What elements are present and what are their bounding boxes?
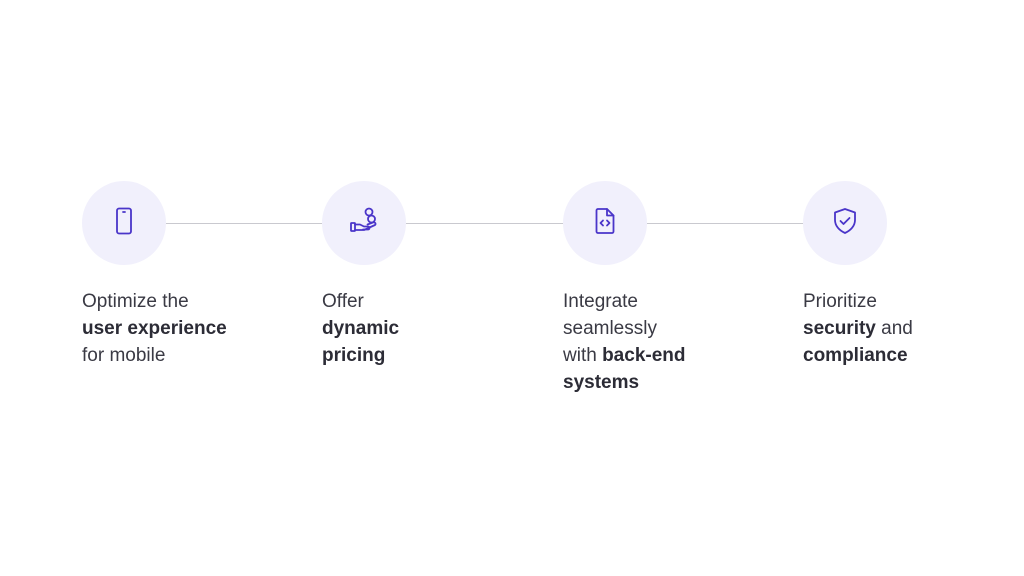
step-4-text: Prioritize security and compliance xyxy=(803,288,983,369)
bold-text: user experience xyxy=(82,318,227,339)
step-1-text: Optimize the user experience for mobile xyxy=(82,288,262,369)
step-3-line-3: with back-end xyxy=(563,342,743,369)
code-file-icon xyxy=(590,206,620,241)
step-3-text: Integrate seamlessly with back-end systems xyxy=(563,288,743,396)
step-3-line-4: systems xyxy=(563,369,743,396)
step-3-circle xyxy=(563,181,647,265)
regular-text: Optimize the xyxy=(82,291,189,312)
step-2-line-1: Offer xyxy=(322,288,502,315)
regular-text: for mobile xyxy=(82,345,166,366)
step-4-line-1: Prioritize xyxy=(803,288,983,315)
bold-text: compliance xyxy=(803,345,908,366)
hand-coins-icon xyxy=(349,206,379,241)
step-1-line-1: Optimize the xyxy=(82,288,262,315)
regular-text: seamlessly xyxy=(563,318,657,339)
connector-line-3 xyxy=(647,223,803,224)
step-2-line-3: pricing xyxy=(322,342,502,369)
regular-text: Prioritize xyxy=(803,291,877,312)
regular-text: Offer xyxy=(322,291,364,312)
step-2-line-2: dynamic xyxy=(322,315,502,342)
step-3-line-2: seamlessly xyxy=(563,315,743,342)
step-4-line-3: compliance xyxy=(803,342,983,369)
bold-text: pricing xyxy=(322,345,386,366)
regular-text: and xyxy=(875,318,913,339)
regular-text: Integrate xyxy=(563,291,638,312)
step-3-line-1: Integrate xyxy=(563,288,743,315)
smartphone-icon xyxy=(109,206,139,241)
step-2-text: Offer dynamic pricing xyxy=(322,288,502,369)
step-1-circle xyxy=(82,181,166,265)
bold-text: security xyxy=(803,318,876,339)
bold-text: back-end xyxy=(602,345,686,366)
step-2-circle xyxy=(322,181,406,265)
step-1-line-3: for mobile xyxy=(82,342,262,369)
step-4-line-2: security and xyxy=(803,315,983,342)
bold-text: dynamic xyxy=(322,318,400,339)
step-4-circle xyxy=(803,181,887,265)
regular-text: with xyxy=(563,345,603,366)
connector-line-2 xyxy=(406,223,563,224)
bold-text: systems xyxy=(563,372,640,393)
shield-check-icon xyxy=(830,206,860,241)
connector-line-1 xyxy=(166,223,322,224)
step-1-line-2: user experience xyxy=(82,315,262,342)
